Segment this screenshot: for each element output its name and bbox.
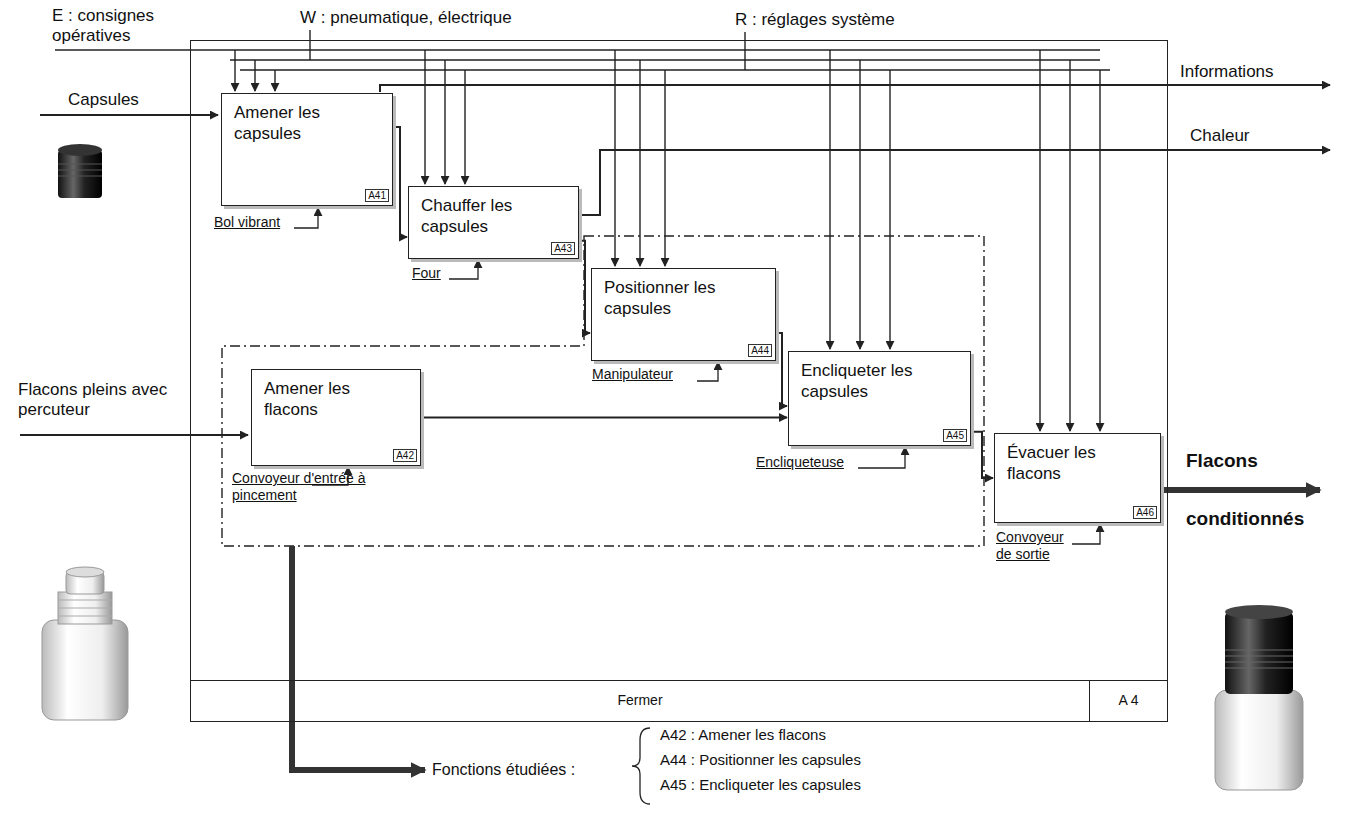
output-label: Flacons conditionnés: [1186, 432, 1336, 548]
process-box: Encliqueter les capsulesA45: [788, 351, 971, 446]
studied-group: [222, 236, 984, 546]
control-arrow: [829, 50, 830, 349]
control-arrow: [1069, 60, 1070, 431]
brace: [632, 728, 650, 804]
control-arrow: [464, 70, 465, 184]
capsule-picture: [58, 144, 102, 198]
capped-bottle-picture: [1215, 605, 1303, 790]
label: A44 : Positionner les capsules: [660, 751, 960, 769]
flow-arrow: [421, 417, 787, 419]
flow-arrow: [579, 241, 590, 333]
label: Flacons pleins avec percuteur: [18, 380, 188, 421]
control-arrow: [639, 60, 640, 266]
process-box: Amener les flaconsA42: [251, 369, 421, 466]
function-number: A45: [943, 429, 967, 442]
function-name: Encliqueter les capsules: [789, 352, 970, 402]
label: Informations: [1180, 62, 1320, 82]
label: A42 : Amener les flacons: [660, 726, 960, 744]
control-arrow: [889, 70, 890, 349]
function-number: A41: [365, 189, 389, 202]
process-box: Évacuer les flaconsA46: [994, 433, 1161, 523]
function-name: Amener les flacons: [252, 370, 420, 420]
mechanism-label: Encliqueteuse: [756, 454, 856, 471]
control-arrow: [234, 50, 235, 91]
function-title: Fermer: [191, 692, 1089, 708]
node-number: A 4: [1090, 692, 1167, 708]
control-arrow: [444, 60, 445, 184]
label: A45 : Encliqueter les capsules: [660, 776, 960, 794]
mechanism-label: Convoyeur d'entrée à pincement: [232, 470, 382, 504]
node-number-cell: A 4: [1089, 681, 1167, 721]
flow-arrow: [393, 127, 407, 237]
label: Capsules: [68, 90, 168, 110]
function-number: A43: [551, 242, 575, 255]
function-name: Positionner les capsules: [592, 269, 775, 319]
label: Fonctions étudiées :: [432, 760, 632, 779]
process-box: Positionner les capsulesA44: [591, 268, 776, 361]
control-arrow: [614, 50, 615, 266]
control-arrow: [1099, 70, 1100, 431]
title-band: FermerA 4: [191, 680, 1167, 721]
function-name: Chauffer les capsules: [409, 187, 578, 237]
control-arrow: [859, 60, 860, 349]
control-arrow: [254, 60, 255, 91]
studied-arrow: [292, 546, 425, 770]
flow-arrow: [971, 432, 993, 478]
function-number: A46: [1133, 506, 1157, 519]
flow-arrow: [776, 333, 787, 406]
mechanism-label: Four: [412, 265, 448, 282]
label: Chaleur: [1190, 126, 1290, 146]
label: W : pneumatique, électrique: [300, 8, 560, 28]
context-frame: FermerA 4Amener les capsulesA41Chauffer …: [190, 40, 1168, 722]
label: E : consignes opératives: [52, 6, 202, 47]
output-lines: [20, 85, 1330, 435]
process-box: Chauffer les capsulesA43: [408, 186, 579, 259]
function-number: A44: [748, 344, 772, 357]
function-number: A42: [393, 449, 417, 462]
control-arrow: [1039, 50, 1040, 431]
bottle-picture: [42, 567, 128, 720]
mechanism-label: Manipulateur: [592, 366, 696, 383]
control-arrow: [424, 50, 425, 184]
control-arrow: [274, 70, 275, 91]
process-box: Amener les capsulesA41: [221, 93, 393, 206]
mechanism-label: Bol vibrant: [214, 214, 294, 231]
mechanism-label: Convoyeur de sortie: [996, 529, 1072, 563]
function-name: Amener les capsules: [222, 94, 392, 144]
output-arrow: [1160, 487, 1320, 493]
function-name: Évacuer les flacons: [995, 434, 1160, 484]
label: R : réglages système: [735, 10, 975, 30]
